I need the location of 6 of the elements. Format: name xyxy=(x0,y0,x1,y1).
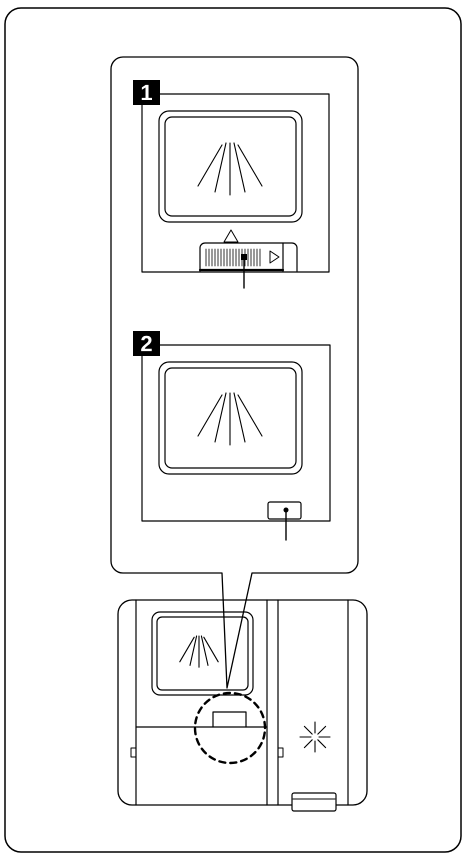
step-number: 2 xyxy=(133,331,160,356)
leader-line xyxy=(285,509,287,541)
lid-button xyxy=(267,501,302,520)
step-number: 1 xyxy=(133,80,160,105)
callout-balloon xyxy=(110,56,359,689)
dial-slider xyxy=(198,242,298,272)
